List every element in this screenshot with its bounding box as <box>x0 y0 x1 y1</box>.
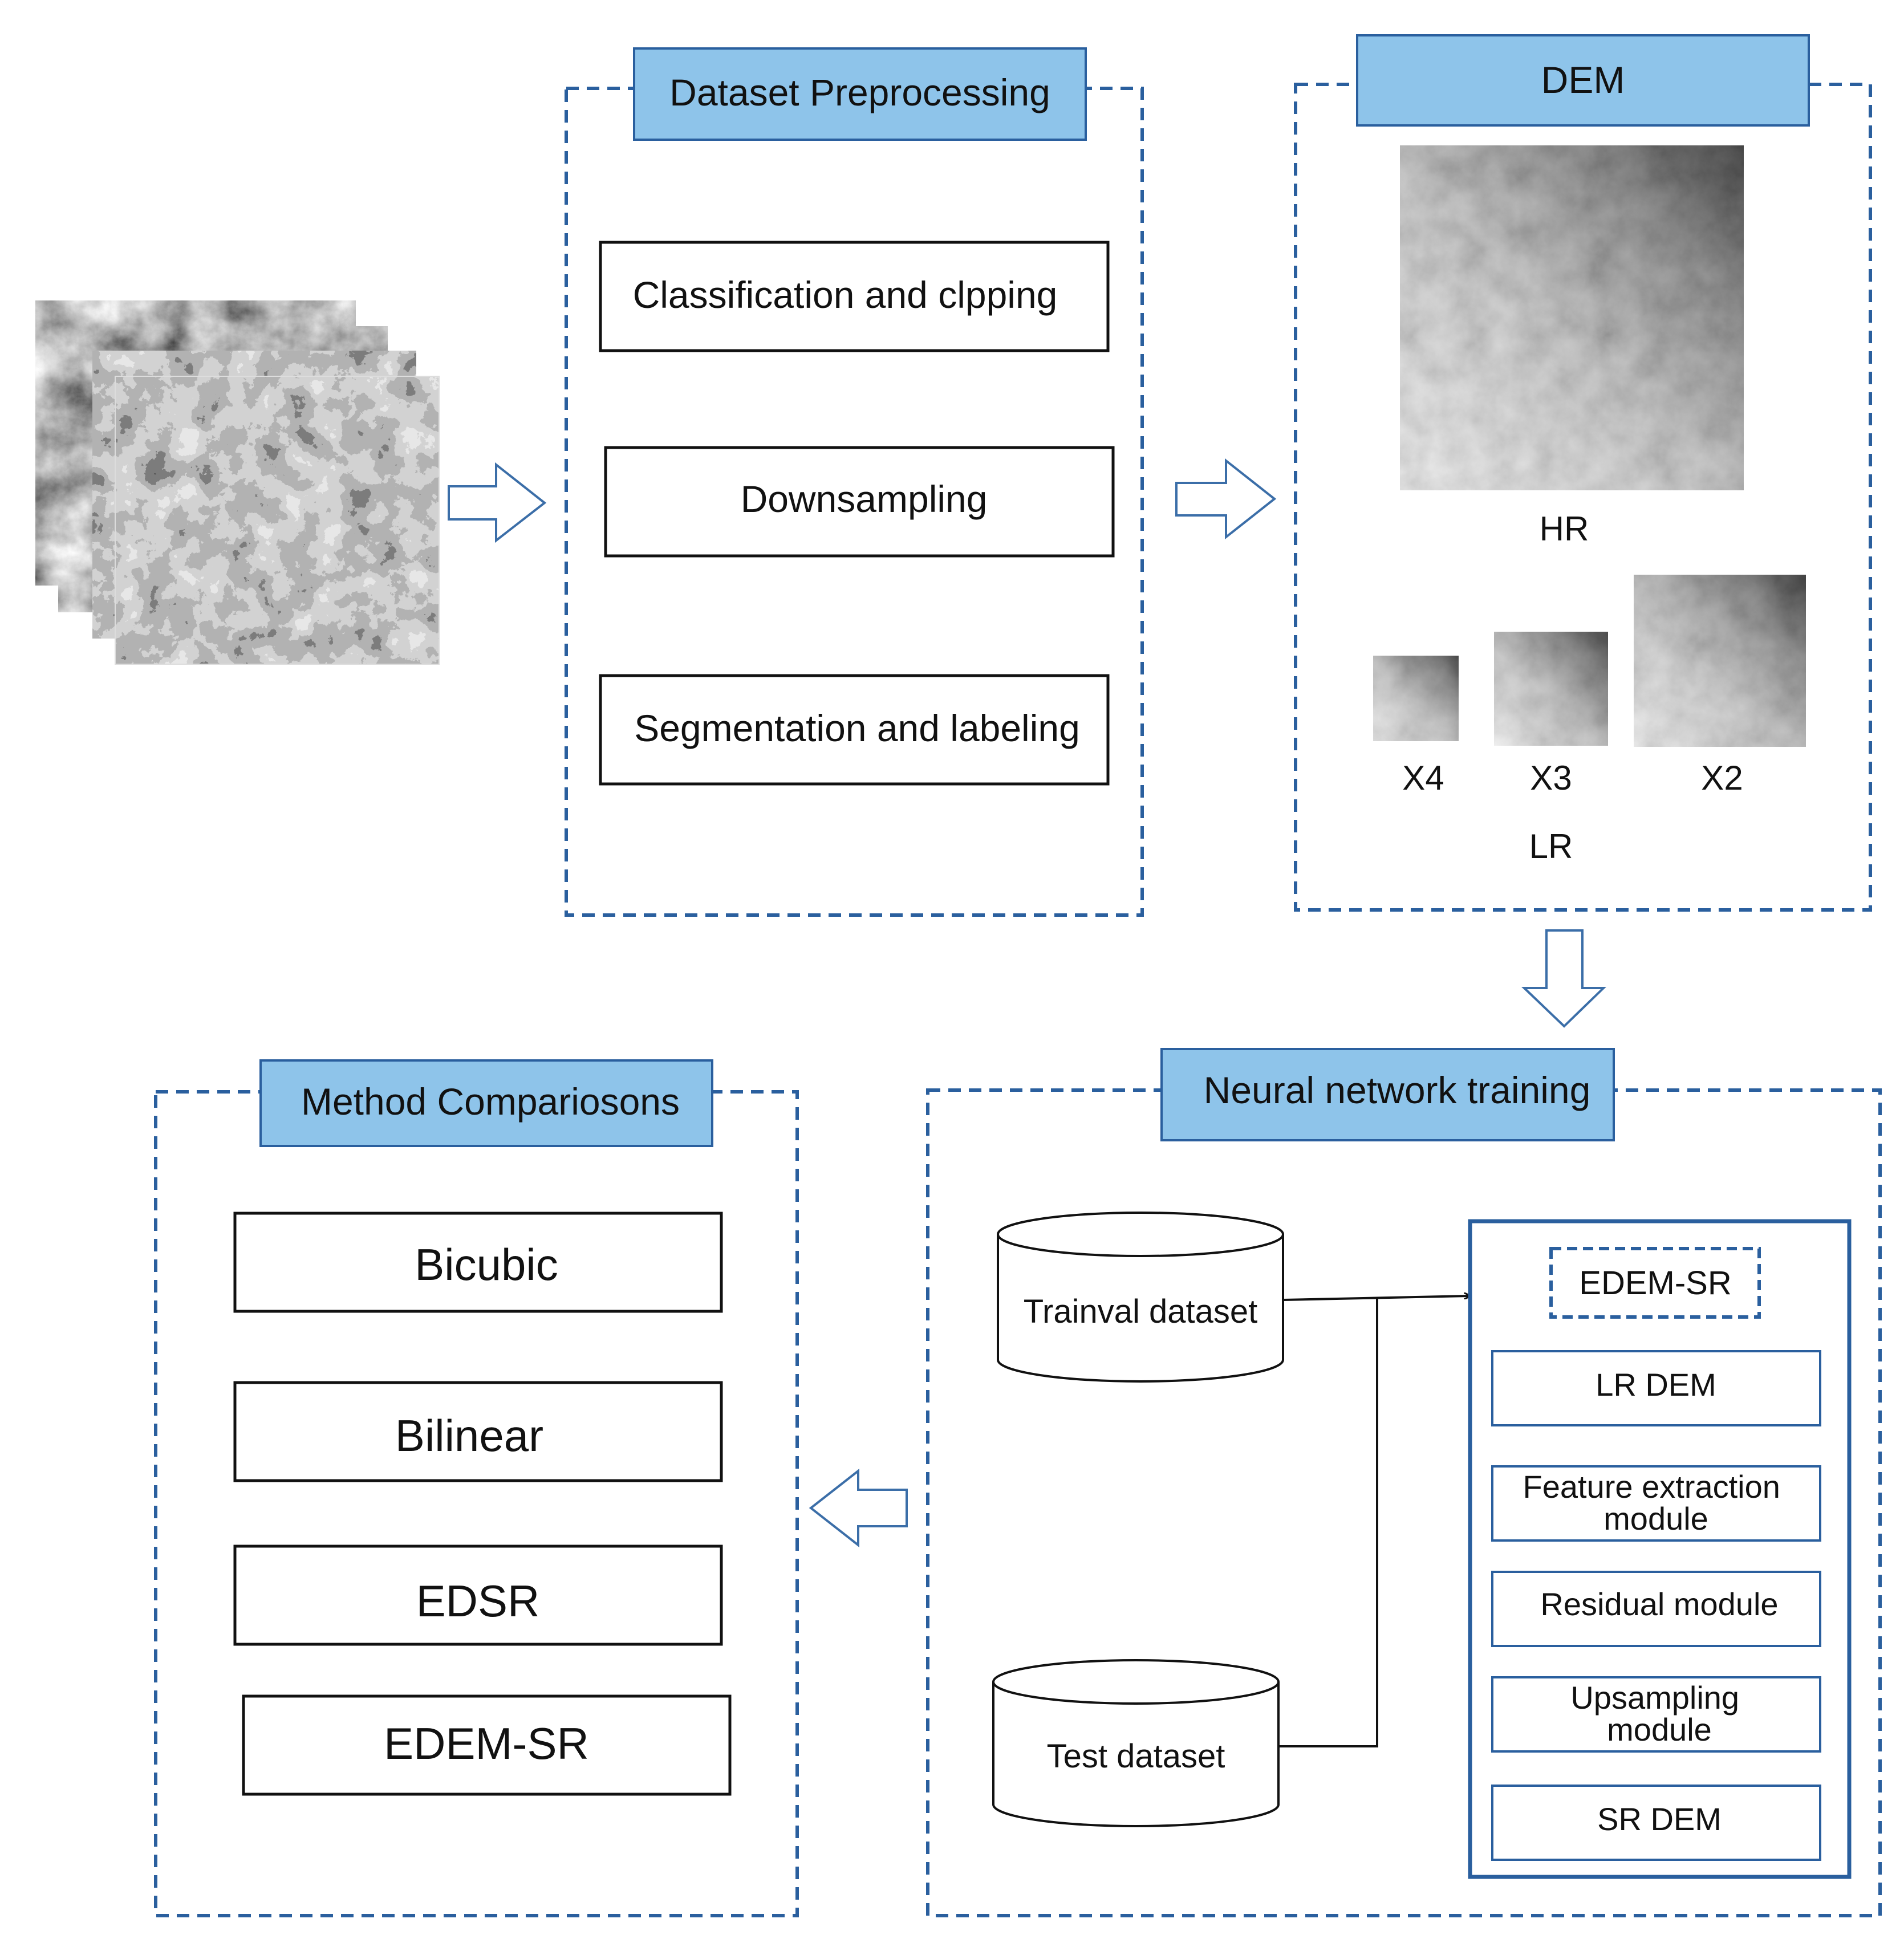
test-dataset-cylinder <box>992 1659 1280 1827</box>
method-box-edem-sr <box>242 1694 732 1796</box>
step-label-downsampling: Downsampling <box>741 478 988 520</box>
method-label-edsr: EDSR <box>416 1576 540 1626</box>
test-dataset-label: Test dataset <box>1047 1738 1225 1775</box>
dem-tile-front <box>115 376 439 664</box>
step-box-downsampling <box>604 446 1115 558</box>
panel-preprocessing: Dataset Preprocessing Classification and… <box>565 47 1144 917</box>
step-label-segmentation: Segmentation and labeling <box>634 707 1080 749</box>
method-box-edsr <box>233 1544 723 1646</box>
module-box-lr-dem <box>1491 1350 1821 1426</box>
scale-label-x2: X2 <box>1701 759 1743 797</box>
arrow-down <box>1521 929 1606 1028</box>
method-label-bilinear: Bilinear <box>395 1411 543 1461</box>
module-box-sr-dem <box>1491 1785 1821 1861</box>
trainval-dataset-label: Trainval dataset <box>1024 1293 1258 1330</box>
method-box-bilinear <box>233 1381 723 1482</box>
panel-dem: DEM HR X4 X3 X2 LR <box>1294 34 1872 912</box>
dem-title: DEM <box>1541 59 1625 101</box>
step-label-classification: Classification and clpping <box>633 274 1058 316</box>
module-label-lr-dem: LR DEM <box>1596 1367 1716 1403</box>
lr-dem-x4-image <box>1373 656 1459 741</box>
module-box-upsampling <box>1491 1676 1821 1753</box>
module-box-residual <box>1491 1571 1821 1647</box>
scale-label-x3: X3 <box>1530 759 1572 797</box>
module-label-feature-extraction: Feature extraction module <box>1523 1469 1789 1537</box>
arrow-right-1 <box>448 462 547 543</box>
method-label-bicubic: Bicubic <box>415 1239 558 1290</box>
panel-comparison: Method Compariosons Bicubic Bilinear EDS… <box>154 1059 799 1917</box>
dataset-connectors <box>1278 1296 1469 1747</box>
model-name-label: EDEM-SR <box>1579 1265 1731 1302</box>
lr-dem-x3-image <box>1494 632 1608 746</box>
training-header <box>1160 1048 1615 1141</box>
scale-label-x4: X4 <box>1402 759 1444 797</box>
panel-training: Neural network training Trainval dataset… <box>926 1048 1882 1917</box>
comparison-header <box>259 1059 713 1147</box>
lr-label: LR <box>1529 827 1573 865</box>
training-title: Neural network training <box>1204 1069 1591 1111</box>
module-label-sr-dem: SR DEM <box>1597 1801 1722 1837</box>
preprocessing-header <box>633 47 1087 141</box>
model-name-box <box>1549 1247 1761 1319</box>
lr-dem-x2-image <box>1634 575 1806 747</box>
dem-header <box>1356 34 1810 127</box>
method-label-edem-sr: EDEM-SR <box>384 1718 589 1769</box>
module-label-residual: Residual module <box>1540 1586 1778 1622</box>
hr-dem-image <box>1400 145 1744 490</box>
step-box-classification <box>599 241 1110 352</box>
hr-label: HR <box>1540 510 1589 548</box>
arrow-left <box>809 1468 908 1548</box>
model-box <box>1468 1219 1852 1879</box>
arrow-right-2 <box>1175 458 1277 540</box>
comparison-title: Method Compariosons <box>301 1080 680 1123</box>
trainval-dataset-cylinder <box>997 1212 1284 1383</box>
method-box-bicubic <box>233 1212 723 1313</box>
raw-dem-stack <box>35 300 440 665</box>
module-label-upsampling: Upsampling module <box>1570 1680 1748 1747</box>
preprocessing-title: Dataset Preprocessing <box>669 71 1050 113</box>
module-box-feature-extraction <box>1491 1465 1821 1542</box>
step-box-segmentation <box>599 674 1110 786</box>
